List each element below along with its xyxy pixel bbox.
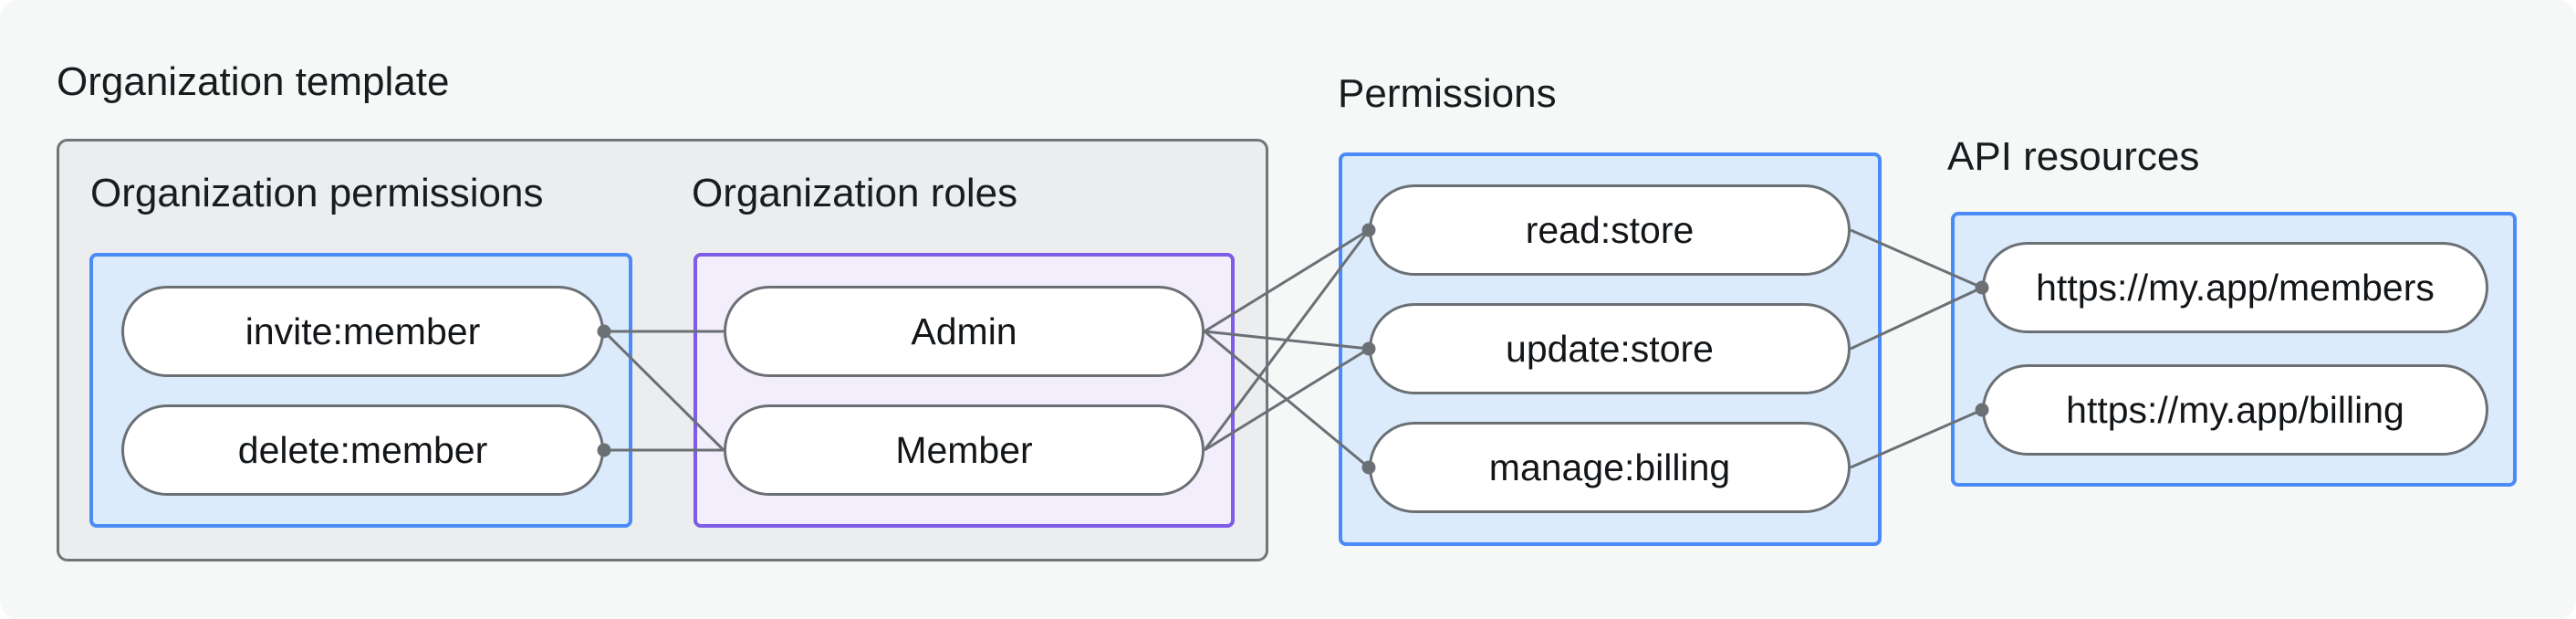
node-read-store: read:store [1369,184,1851,276]
org-roles-box: Admin Member [694,253,1235,528]
node-member-role: Member [724,404,1205,496]
permissions-title: Permissions [1338,71,1557,116]
api-resources-title: API resources [1947,134,2200,179]
org-template-title: Organization template [57,59,450,104]
node-update-store: update:store [1369,303,1851,394]
node-invite-member: invite:member [121,286,604,377]
node-members-url: https://my.app/members [1982,242,2488,333]
node-billing-url: https://my.app/billing [1982,364,2488,456]
node-delete-member: delete:member [121,404,604,496]
permissions-box: read:store update:store manage:billing [1339,152,1882,546]
node-manage-billing: manage:billing [1369,422,1851,513]
org-permissions-box: invite:member delete:member [89,253,632,528]
org-roles-title: Organization roles [692,171,1018,215]
node-admin-role: Admin [724,286,1205,377]
api-resources-box: https://my.app/members https://my.app/bi… [1951,212,2517,487]
org-permissions-title: Organization permissions [90,171,544,215]
